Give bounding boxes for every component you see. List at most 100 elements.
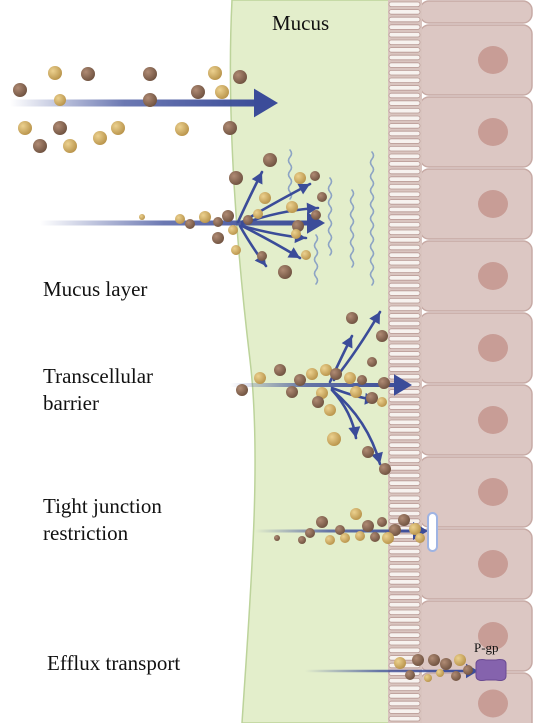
drug-particle-gold — [436, 669, 444, 677]
microvillus — [388, 275, 421, 281]
drug-particle-gold — [306, 368, 318, 380]
microvillus — [388, 77, 421, 83]
drug-particle-brown — [13, 83, 27, 97]
drug-particle-brown — [378, 377, 390, 389]
microvillus — [388, 24, 421, 30]
drug-particle-gold — [327, 432, 341, 446]
drug-particle-brown — [236, 384, 248, 396]
microvillus — [388, 624, 421, 631]
label-efflux-transport: Efflux transport — [47, 651, 181, 675]
drug-particle-brown — [310, 171, 320, 181]
drug-particle-brown — [357, 375, 367, 385]
microvillus — [388, 108, 421, 114]
label-mucus-layer: Mucus layer — [43, 277, 148, 301]
drug-particle-gold — [301, 250, 311, 260]
cell-nucleus — [478, 622, 508, 650]
drug-particle-gold — [355, 531, 365, 541]
microvillus — [388, 221, 421, 228]
microvillus — [388, 259, 421, 266]
drug-particle-gold — [253, 209, 263, 219]
drug-particle-brown — [292, 220, 304, 232]
microvillus — [388, 609, 421, 615]
cell-nucleus — [478, 478, 508, 506]
drug-particle-brown — [377, 517, 387, 527]
microvillus — [388, 487, 421, 494]
microvillus — [388, 358, 421, 365]
drug-particle-gold — [324, 404, 336, 416]
drug-particles — [13, 66, 473, 682]
microvillus — [388, 541, 421, 547]
microvillus — [388, 495, 421, 501]
cell-nucleus — [478, 334, 508, 362]
microvillus — [388, 693, 421, 699]
drug-particle-gold — [424, 674, 432, 682]
drug-particle-gold — [340, 533, 350, 543]
drug-particle-brown — [263, 153, 277, 167]
drug-particle-gold — [286, 201, 298, 213]
microvillus — [388, 313, 421, 319]
drug-particle-brown — [278, 265, 292, 279]
microvillus — [388, 472, 421, 479]
drug-particle-brown — [286, 386, 298, 398]
microvillus — [388, 62, 421, 68]
deflection-arrowhead — [348, 426, 361, 438]
drug-particle-brown — [229, 171, 243, 185]
arrowhead — [254, 88, 278, 118]
microvillus — [388, 640, 421, 646]
epithelial-cell — [419, 672, 533, 723]
drug-particle-brown — [428, 654, 440, 666]
mucin-strand — [313, 234, 319, 285]
cell-nucleus — [478, 190, 508, 218]
microvillus — [388, 586, 421, 593]
drug-particle-brown — [274, 364, 286, 376]
mucin-strand — [327, 177, 333, 256]
drug-particle-brown — [366, 392, 378, 404]
drug-particle-brown — [298, 536, 306, 544]
microvillus — [388, 267, 421, 273]
mucin-strand — [349, 189, 355, 268]
microvillus — [388, 708, 421, 714]
microvillus — [388, 434, 421, 441]
epithelial-cell — [419, 0, 533, 24]
cell-nucleus — [478, 689, 508, 718]
epithelial-cell — [419, 312, 533, 384]
microvillus — [388, 123, 421, 129]
microvillus — [388, 183, 421, 190]
microvillus — [388, 115, 421, 121]
drug-particle-gold — [215, 85, 229, 99]
microvillus — [388, 465, 421, 471]
drug-particle-gold — [175, 122, 189, 136]
microvillus — [388, 320, 421, 327]
transport-arrow — [230, 383, 402, 387]
microvillus — [388, 85, 421, 91]
microvillus — [388, 548, 421, 555]
drug-particle-brown — [376, 330, 388, 342]
microvillus — [388, 419, 421, 425]
microvillus — [388, 617, 421, 623]
drug-particle-gold — [294, 172, 306, 184]
microvillus — [388, 579, 421, 585]
microvillus — [388, 632, 421, 638]
deflection-arrowhead — [371, 451, 383, 464]
deflection-arrowhead — [297, 183, 310, 195]
microvillus — [388, 32, 421, 38]
epithelial-cells — [419, 0, 533, 723]
epithelial-cell — [419, 96, 533, 168]
microvillus — [388, 564, 421, 570]
transport-arrow — [10, 99, 264, 107]
drug-particle-gold — [199, 211, 211, 223]
drug-particle-gold — [254, 372, 266, 384]
microvillus — [388, 9, 421, 15]
mucus-title: Mucus — [272, 11, 330, 35]
drug-particle-brown — [233, 70, 247, 84]
drug-particle-brown — [294, 374, 306, 386]
drug-particle-brown — [81, 67, 95, 81]
drug-particle-brown — [185, 219, 195, 229]
microvillus — [388, 130, 421, 137]
microvillus — [388, 647, 421, 653]
microvillus — [388, 70, 421, 76]
microvillus — [388, 335, 421, 342]
drug-particle-brown — [463, 665, 473, 675]
microvillus — [388, 100, 421, 106]
